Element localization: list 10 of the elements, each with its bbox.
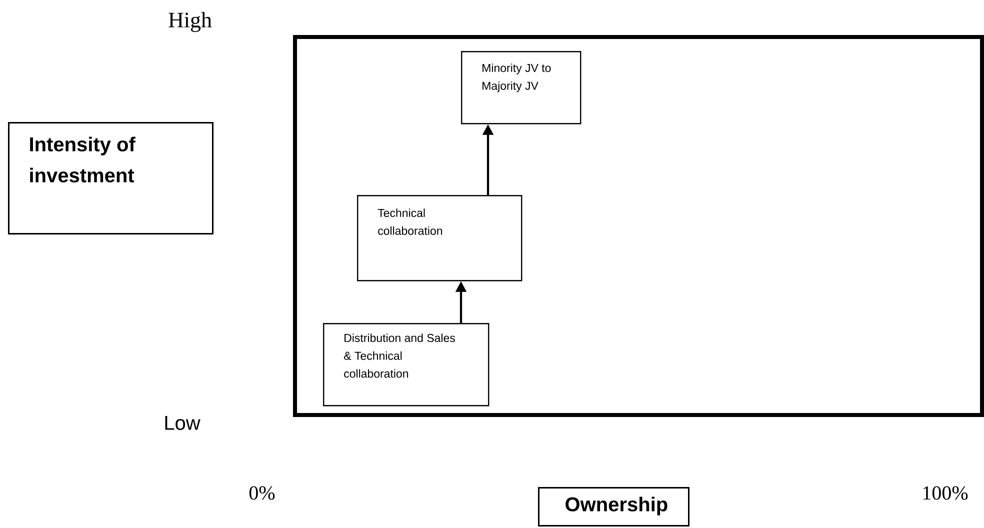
stage-box: Distribution and Sales & Technical collaboration [323, 323, 490, 406]
axis-title-box: Ownership [538, 487, 690, 526]
axis-end-label: High [168, 12, 212, 32]
axis-end-label: 0% [249, 486, 275, 500]
axis-title-box: Intensity of investment [8, 122, 214, 234]
stage-box: Minority JV to Majority JV [461, 51, 582, 124]
chart-frame [293, 35, 984, 417]
stage-box: Technical collaboration [357, 195, 522, 282]
axis-end-label: 100% [923, 486, 968, 500]
axis-end-label: Low [165, 416, 200, 430]
